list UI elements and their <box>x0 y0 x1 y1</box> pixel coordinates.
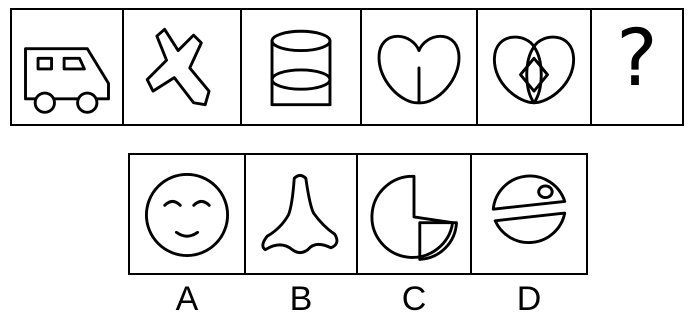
option-panel-c[interactable] <box>356 153 472 275</box>
sequence-panel-1 <box>10 8 124 126</box>
split-circle-icon <box>472 155 586 273</box>
option-label-c: C <box>384 280 444 319</box>
zigzag-strip-icon <box>124 10 240 124</box>
option-panel-a[interactable] <box>128 153 246 275</box>
option-panel-d[interactable] <box>470 153 588 275</box>
van-icon <box>12 10 122 124</box>
sequence-panel-3 <box>240 8 362 126</box>
option-label-d: D <box>499 280 559 319</box>
spire-shape-icon <box>246 155 356 273</box>
option-label-a: A <box>157 280 217 319</box>
smiley-face-icon <box>130 155 244 273</box>
cylinder-icon <box>242 10 360 124</box>
option-panel-b[interactable] <box>244 153 358 275</box>
sequence-panel-5 <box>476 8 592 126</box>
sequence-panel-2 <box>122 8 242 126</box>
two-lobes-icon <box>362 10 476 124</box>
option-label-b: B <box>271 280 331 319</box>
sequence-panel-4 <box>360 8 478 126</box>
sequence-panel-6: ? <box>590 8 684 126</box>
question-mark: ? <box>592 20 682 98</box>
pie-with-slice-icon <box>358 155 470 273</box>
lobes-with-diamond-icon <box>478 10 590 124</box>
